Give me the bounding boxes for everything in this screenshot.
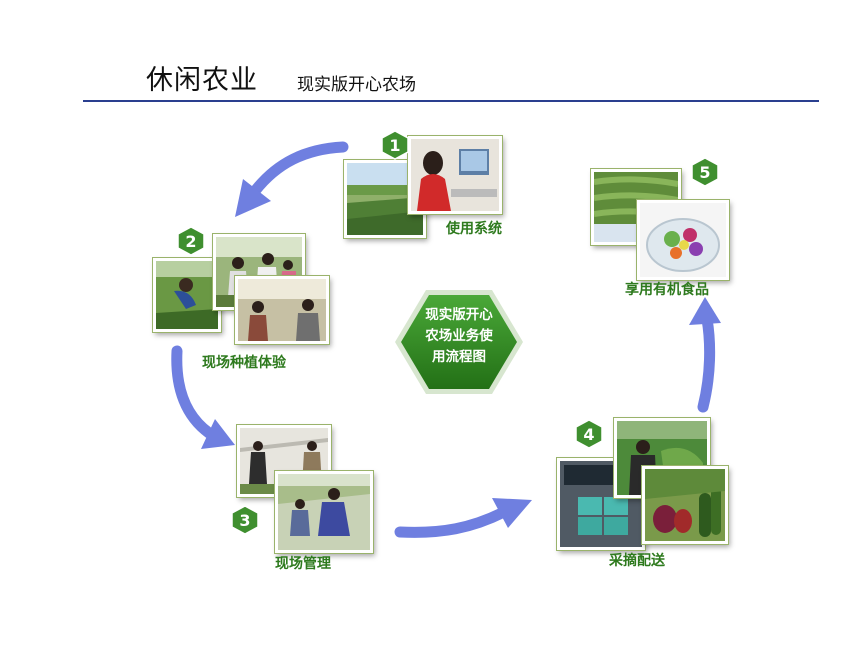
step-3-number: 3: [239, 511, 250, 530]
center-line-3: 用流程图: [432, 349, 486, 365]
step-2-photo-visitors: [235, 276, 329, 344]
step-1-photo-computer-user: [408, 136, 502, 214]
center-caption: 现实版开心 农场业务使 用流程图: [392, 305, 526, 368]
step-5-label: 享用有机食品: [625, 282, 709, 298]
step-2-badge: 2: [177, 226, 205, 256]
step-2-label: 现场种植体验: [202, 355, 286, 371]
page-title: 休闲农业: [146, 65, 258, 96]
step-3-badge: 3: [231, 505, 259, 535]
step-3-photo-field-work: [275, 471, 373, 553]
step-4-label: 采摘配送: [609, 553, 665, 569]
step-4-photo-vegetables: [642, 466, 728, 544]
title-divider: [83, 100, 819, 102]
step-2-photo-planting: [153, 258, 221, 332]
step-3-label: 现场管理: [275, 556, 331, 572]
step-4-number: 4: [583, 425, 594, 444]
step-4-photo-truck: [557, 458, 645, 550]
step-5-number: 5: [699, 163, 710, 182]
center-hexagon: [395, 290, 523, 394]
arrow-2-to-3-icon: [171, 345, 235, 449]
step-5-photo-salad: [637, 200, 729, 280]
step-2-number: 2: [185, 232, 196, 251]
step-1-number: 1: [389, 136, 400, 155]
step-5-badge: 5: [691, 157, 719, 187]
center-line-2: 农场业务使: [425, 328, 493, 344]
center-line-1: 现实版开心: [425, 307, 493, 323]
arrow-4-to-5-icon: [689, 297, 721, 413]
step-4-badge: 4: [575, 419, 603, 449]
step-1-label: 使用系统: [446, 221, 502, 237]
page-subtitle: 现实版开心农场: [297, 75, 416, 95]
step-1-badge: 1: [381, 130, 409, 160]
arrow-1-to-2-icon: [235, 141, 349, 217]
arrow-3-to-4-icon: [394, 498, 532, 538]
